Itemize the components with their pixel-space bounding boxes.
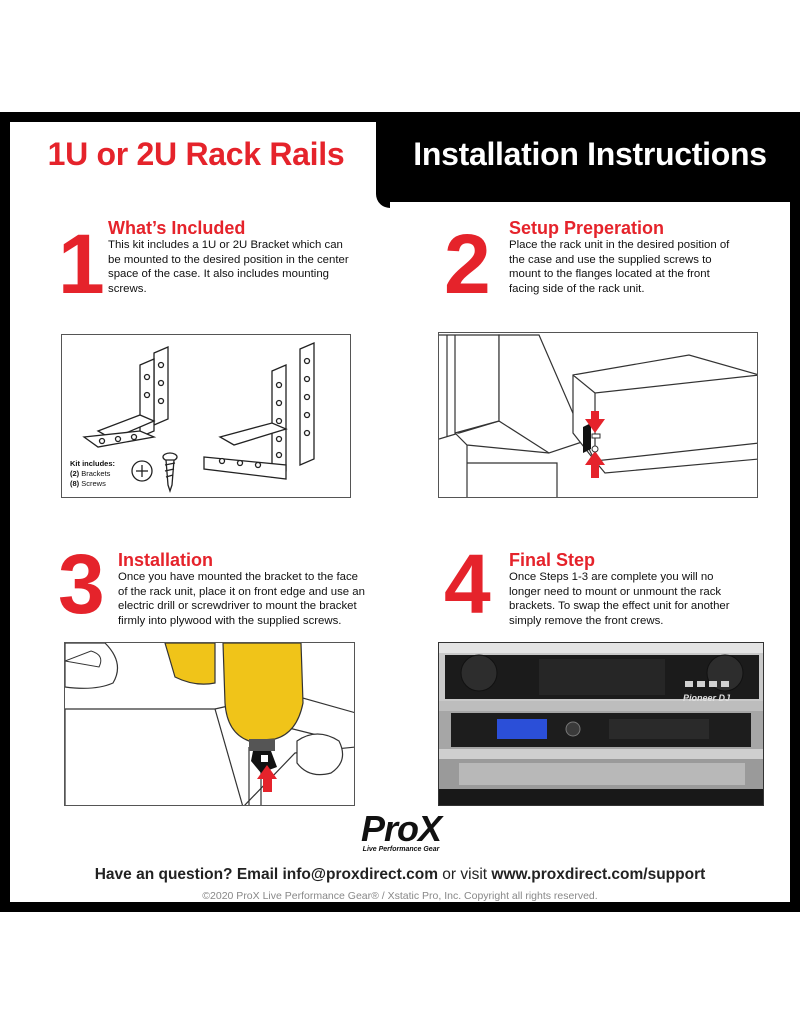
prox-logo-tagline: Live Performance Gear	[362, 846, 440, 853]
prox-logo: ProX Live Performance Gear	[346, 808, 456, 858]
step-1-heading: What’s Included	[108, 218, 246, 238]
screw-arrow-up	[585, 451, 605, 478]
brackets-figure: Kit includes: (2) Brackets (8) Screws	[61, 334, 351, 498]
kit-screws-count: (8)	[70, 479, 80, 488]
page-frame: 1U or 2U Rack Rails Installation Instruc…	[0, 112, 800, 912]
kit-screws-label: Screws	[79, 479, 106, 488]
final-photo: Pioneer DJ	[438, 642, 764, 806]
screw-arrow-down	[585, 411, 605, 433]
kit-brackets-label: Brackets	[79, 469, 111, 478]
installation-figure	[64, 642, 355, 806]
step-4-heading: Final Step	[509, 550, 596, 570]
case-illustration	[439, 334, 757, 497]
header-title-bar	[382, 122, 790, 202]
step-3-number: 3	[58, 537, 105, 631]
setup-figure	[438, 332, 758, 498]
kit-includes-label: Kit includes:	[70, 459, 116, 468]
step-2-text: Place the rack unit in the desired posit…	[509, 239, 730, 295]
step-2-number: 2	[444, 217, 491, 311]
drill-point-arrow	[257, 765, 277, 792]
drill-illustration	[65, 643, 354, 805]
header-notch	[376, 122, 390, 208]
product-title: 1U or 2U Rack Rails	[47, 136, 345, 172]
support-email-link[interactable]: info@proxdirect.com	[282, 866, 439, 883]
step-1-number: 1	[58, 217, 105, 311]
step-3-heading: Installation	[118, 550, 214, 570]
step-4-number: 4	[444, 537, 491, 631]
question-prefix: Have an question? Email	[94, 866, 283, 883]
step-4-text: Once Steps 1-3 are complete you will no …	[509, 571, 730, 627]
brackets-illustration	[82, 342, 315, 494]
question-middle: or visit	[438, 866, 492, 883]
contact-line: Have an question? Email info@proxdirect.…	[10, 866, 790, 884]
support-url-link[interactable]: www.proxdirect.com/support	[491, 866, 706, 883]
step-3-text: Once you have mounted the bracket to the…	[118, 571, 365, 627]
step-2-heading: Setup Preperation	[509, 218, 665, 238]
instructions-title: Installation Instructions	[413, 136, 767, 172]
step-1-text: This kit includes a 1U or 2U Bracket whi…	[108, 239, 349, 295]
copyright-text: ©2020 ProX Live Performance Gear® / Xsta…	[202, 890, 598, 902]
prox-logo-wordmark: ProX	[360, 808, 442, 849]
installed-rack-photo	[439, 643, 763, 805]
content-panel: 1U or 2U Rack Rails Installation Instruc…	[10, 122, 790, 902]
pioneer-brand-text: Pioneer DJ	[683, 693, 731, 703]
kit-brackets-count: (2)	[70, 469, 80, 478]
